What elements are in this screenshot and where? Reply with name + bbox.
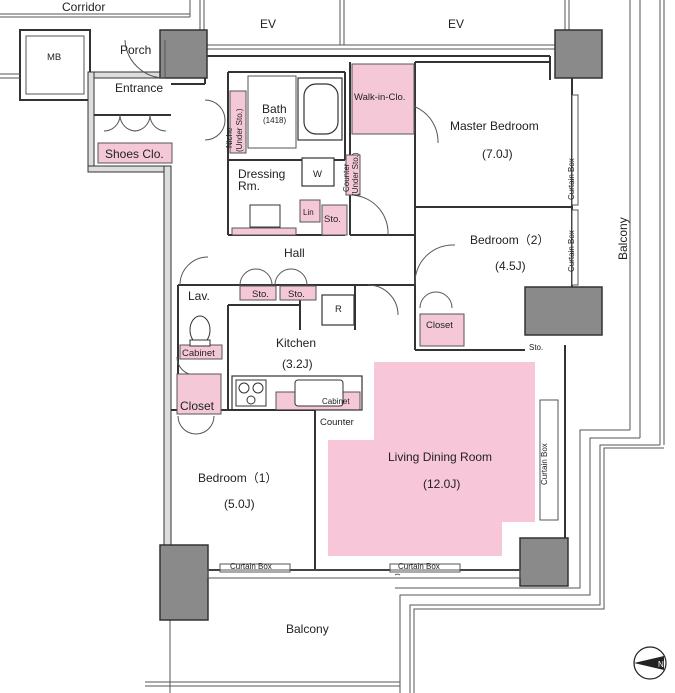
label-kitchen-size: (3.2J) [282,357,313,371]
north-arrow-icon: N [633,646,667,680]
label-curtain-box-bottom-right: Curtain Box [398,562,440,571]
refrigerator-box [321,294,355,326]
label-dressing-2: Rm. [238,179,260,193]
label-shoes-closet: Shoes Clo. [105,147,164,161]
label-storage-hall-1: Sto. [252,289,269,300]
label-kitchen: Kitchen [276,336,316,350]
fixtures [97,63,465,415]
walk-in-closet [351,63,415,135]
label-curtain-box-master: Curtain Box [567,158,576,200]
label-counter-v-sub: (Under Sto.) [351,152,360,196]
label-refrigerator: R [335,304,342,315]
washer [301,157,335,187]
label-storage-hall-2: Sto. [288,289,305,300]
label-balcony-right: Balcony [616,217,630,260]
niche [229,90,247,154]
room-labels: Corridor EV EV MB Porch Entrance Shoes C… [47,0,630,636]
label-curtain-box-bottom-left: Curtain Box [230,562,272,571]
living-dining-area [328,362,535,556]
label-hall: Hall [284,246,305,260]
label-bath: Bath [262,102,287,116]
closet-bedroom2 [419,313,465,347]
counter-under-storage [345,154,361,196]
label-washer: W [313,169,322,180]
label-closet-bedroom1: Closet [180,399,215,413]
curtain-boxes [207,94,579,579]
label-bedroom1-size: (5.0J) [224,497,255,511]
storage-dressing [321,204,348,236]
kitchen-counter [231,375,363,411]
label-porch: Porch [120,43,151,57]
label-bedroom2-size: (4.5J) [495,259,526,273]
label-ev-right: EV [448,17,464,31]
label-storage-small: Sto. [529,343,543,352]
label-north: N [658,660,664,669]
column-mid-right [524,286,603,336]
storage-hall-1 [239,285,277,301]
label-niche-sub: (Under Sto.) [235,108,244,152]
label-cabinet-lav: Cabinet [182,348,215,359]
label-balcony-bottom: Balcony [286,622,329,636]
label-curtain-box-living: Curtain Box [540,443,549,485]
label-storage-dressing: Sto. [324,214,341,225]
label-corridor: Corridor [62,0,105,14]
column-bottom-left [159,544,209,621]
label-bath-size: (1418) [263,116,286,125]
label-master-bedroom-size: (7.0J) [482,147,513,161]
label-curtain-box-bedroom2: Curtain Box [567,230,576,272]
label-linen: Lin [303,208,314,217]
shoes-closet [97,142,173,164]
label-living-dining-size: (12.0J) [423,477,460,491]
label-lavatory: Lav. [188,289,210,303]
label-living-dining: Living Dining Room [388,450,492,464]
column-bottom-right [519,537,569,587]
label-entrance: Entrance [115,81,163,95]
storage-hall-2 [279,285,317,301]
column-top-left [159,29,208,79]
label-dressing-1: Dressing [238,167,285,181]
label-mb: MB [47,52,61,63]
closet-bedroom1 [176,373,222,415]
mb-box [0,29,91,101]
columns [159,29,603,621]
label-niche: Niche [225,127,234,148]
label-walk-in-closet: Walk-in-Clo. [354,92,405,103]
wash-basin [249,204,281,228]
linen [299,199,321,223]
label-cabinet-kitchen: Cabinet [322,397,350,406]
label-counter-kitchen: Counter [320,417,354,428]
label-ev-left: EV [260,17,276,31]
label-closet-bedroom2: Closet [426,320,453,331]
label-bedroom2: Bedroom（2） [470,233,549,247]
column-top-right [554,29,603,79]
bath-tub [247,75,343,149]
toilet [189,315,211,347]
label-bedroom1: Bedroom（1） [198,471,277,485]
label-master-bedroom: Master Bedroom [450,119,539,133]
label-counter-v: Counter [342,163,351,192]
